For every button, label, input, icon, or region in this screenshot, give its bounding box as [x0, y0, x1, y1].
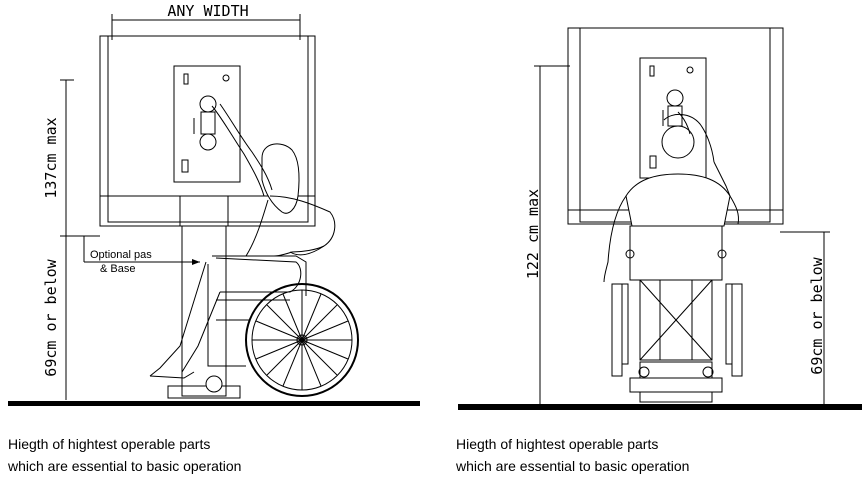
right-front-view: 122 cm max 69cm or below Hiegth of hight…	[455, 27, 862, 474]
right-height-max-label: 122 cm max	[524, 189, 542, 279]
callout-line2: & Base	[100, 263, 135, 275]
left-caption-line2: which are essential to basic operation	[7, 458, 241, 474]
right-height-dimensions: 122 cm max 69cm or below	[524, 65, 830, 404]
wheelchair-user-front	[603, 111, 743, 403]
left-height-dimensions: 137cm max 69cm or below	[42, 79, 100, 400]
optional-pedestal	[167, 225, 241, 399]
right-caption-line1: Hiegth of hightest operable parts	[456, 436, 658, 452]
telephone-unit	[173, 65, 241, 183]
wheel-spokes	[252, 290, 352, 390]
left-side-view: ANY WIDTH	[7, 2, 420, 474]
right-height-below-label: 69cm or below	[808, 256, 826, 374]
left-height-below-label: 69cm or below	[42, 258, 60, 376]
right-floor	[458, 404, 862, 410]
front-telephone-unit	[639, 57, 707, 179]
callout-line1: Optional pas	[90, 249, 152, 261]
left-height-max-label: 137cm max	[42, 117, 60, 198]
left-caption-line1: Hiegth of hightest operable parts	[8, 436, 210, 452]
pedestal-callout: Optional pas & Base	[83, 236, 200, 275]
width-label: ANY WIDTH	[167, 2, 248, 20]
left-width-dimension: ANY WIDTH	[111, 2, 301, 40]
wheelchair-user-side	[149, 103, 359, 397]
left-floor	[8, 401, 420, 406]
right-caption-line2: which are essential to basic operation	[455, 458, 689, 474]
